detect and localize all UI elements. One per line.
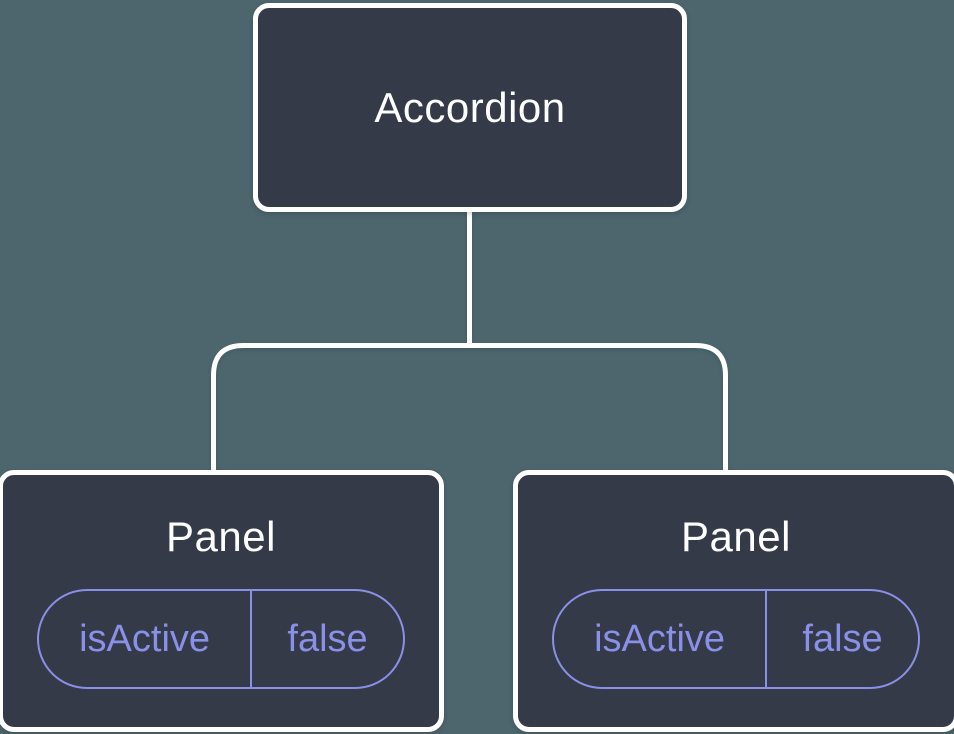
- component-node-panel-left: Panel isActive false: [0, 470, 444, 732]
- state-name-left: isActive: [79, 617, 211, 660]
- state-pill-right: isActive false: [552, 589, 920, 689]
- state-name-right: isActive: [594, 617, 726, 660]
- state-pill-left: isActive false: [37, 589, 405, 689]
- node-label-accordion: Accordion: [374, 83, 566, 131]
- connector-branch: [211, 343, 728, 470]
- component-node-panel-right: Panel isActive false: [513, 470, 954, 732]
- state-value-left: false: [250, 591, 403, 687]
- node-label-panel-left: Panel: [166, 513, 276, 560]
- component-node-accordion: Accordion: [253, 3, 687, 212]
- state-value-right: false: [765, 591, 918, 687]
- node-label-panel-right: Panel: [681, 513, 791, 560]
